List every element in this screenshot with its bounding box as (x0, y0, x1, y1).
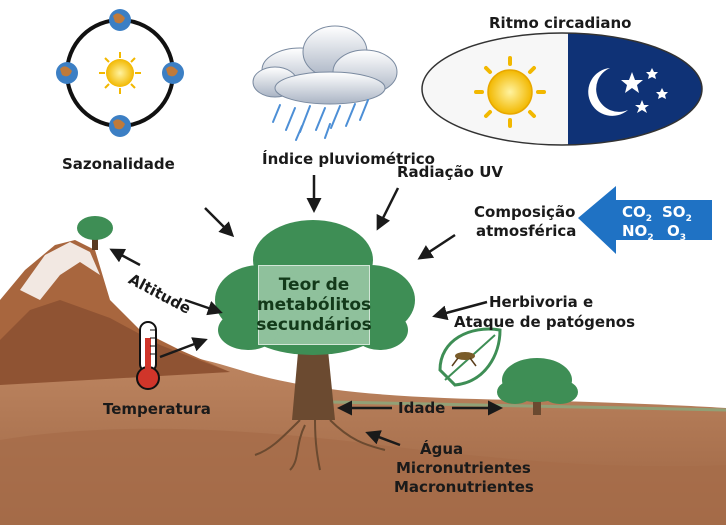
rain-cloud (252, 25, 398, 141)
label-composition-1: Composição (474, 203, 576, 221)
thermometer (136, 321, 160, 390)
chem-o3: O3 (667, 222, 687, 243)
center-line-3: secundários (256, 315, 372, 335)
chem-co2: CO2 (622, 203, 653, 224)
label-rain-index: Índice pluviométrico (262, 150, 435, 168)
center-line-1: Teor de (278, 275, 350, 295)
label-composition-2: atmosférica (476, 222, 577, 240)
label-water: Água (420, 440, 464, 458)
chem-no2: NO2 (622, 222, 654, 243)
circadian-panel (421, 32, 703, 146)
mountain-tree (77, 216, 113, 250)
seasonality-orbit (56, 9, 184, 137)
label-temperature: Temperatura (103, 400, 211, 418)
center-label-box: Teor de metabólitos secundários (256, 265, 372, 345)
label-uv-radiation: Radiação UV (397, 163, 504, 181)
label-seasonality: Sazonalidade (62, 155, 175, 173)
chem-so2: SO2 (662, 203, 692, 224)
factor-arrows (159, 175, 488, 447)
mountains (0, 240, 230, 385)
label-micronutrients: Micronutrientes (396, 459, 531, 477)
label-circadian: Ritmo circadiano (489, 14, 632, 32)
young-tree (497, 358, 578, 415)
label-age: Idade (398, 399, 446, 417)
atmosphere-arrow (578, 186, 712, 254)
label-herbivory-2: Ataque de patógenos (454, 313, 636, 331)
leaf-insect (438, 327, 502, 387)
label-herbivory-1: Herbivoria e (489, 293, 594, 311)
center-line-2: metabólitos (256, 295, 372, 315)
bidirectional-arrows (109, 248, 503, 416)
label-macronutrients: Macronutrientes (394, 478, 534, 496)
